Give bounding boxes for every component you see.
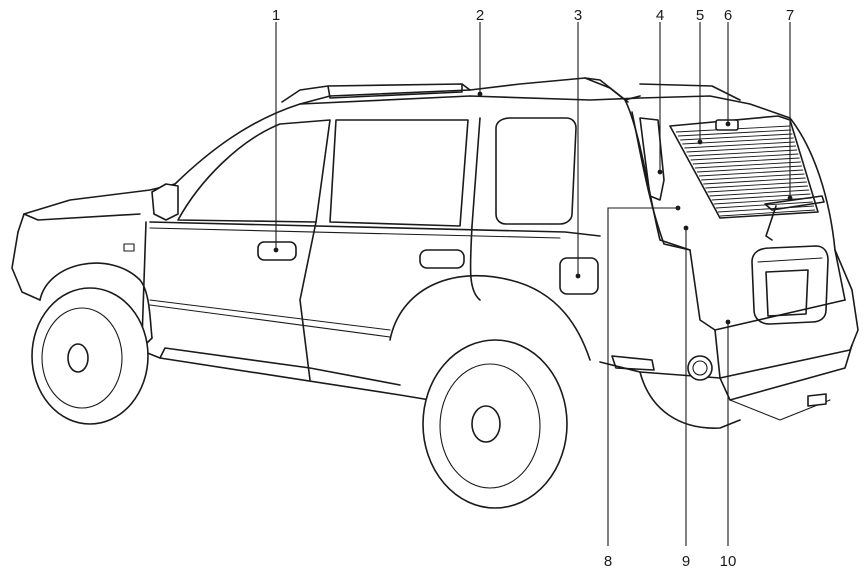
hatch-line <box>699 169 804 177</box>
hatch-line <box>686 145 797 153</box>
hatch-line <box>680 133 793 141</box>
hatch-line <box>690 153 799 161</box>
rear-window-hatching <box>675 125 816 217</box>
rear-door-handle <box>419 249 465 269</box>
tail-lamps <box>611 355 713 381</box>
hatch-line <box>709 189 810 197</box>
hatch-line <box>701 173 805 181</box>
hatch-line <box>696 165 803 173</box>
hatch-line <box>688 149 798 157</box>
hatch-line <box>703 177 806 185</box>
side-windows <box>177 117 577 227</box>
hatch-line <box>684 141 795 149</box>
rear-wiper <box>764 195 825 241</box>
hatch-line <box>707 185 809 193</box>
callout-7: 7 <box>786 7 794 24</box>
callout-5: 5 <box>696 7 704 24</box>
front-wheel <box>31 287 149 425</box>
leader-8 <box>607 207 678 546</box>
leader-lines <box>273 22 793 546</box>
hatch-line <box>694 161 801 169</box>
doors <box>123 221 481 381</box>
callout-3: 3 <box>574 7 582 24</box>
hatch-line <box>720 209 816 217</box>
callout-numbers: 1 2 3 4 5 6 7 8 9 10 <box>272 7 794 570</box>
hatch-line <box>692 157 800 165</box>
license-plate-area <box>751 245 829 325</box>
callout-2: 2 <box>476 7 484 24</box>
callout-8: 8 <box>604 553 612 570</box>
rear-window <box>669 115 819 219</box>
rear-quarter-window <box>631 111 691 251</box>
callout-9: 9 <box>682 553 690 570</box>
hatch-line <box>717 205 815 213</box>
callout-10: 10 <box>720 553 737 570</box>
callout-1: 1 <box>272 7 280 24</box>
hatch-line <box>711 193 811 201</box>
hatch-line <box>715 201 813 209</box>
hatch-line <box>678 129 792 137</box>
rear-wheel-far <box>639 371 741 429</box>
exhaust-pipe <box>807 393 827 407</box>
callout-4: 4 <box>656 7 664 24</box>
callout-6: 6 <box>724 7 732 24</box>
side-mirror <box>151 183 179 221</box>
rear-wheel <box>389 275 591 509</box>
